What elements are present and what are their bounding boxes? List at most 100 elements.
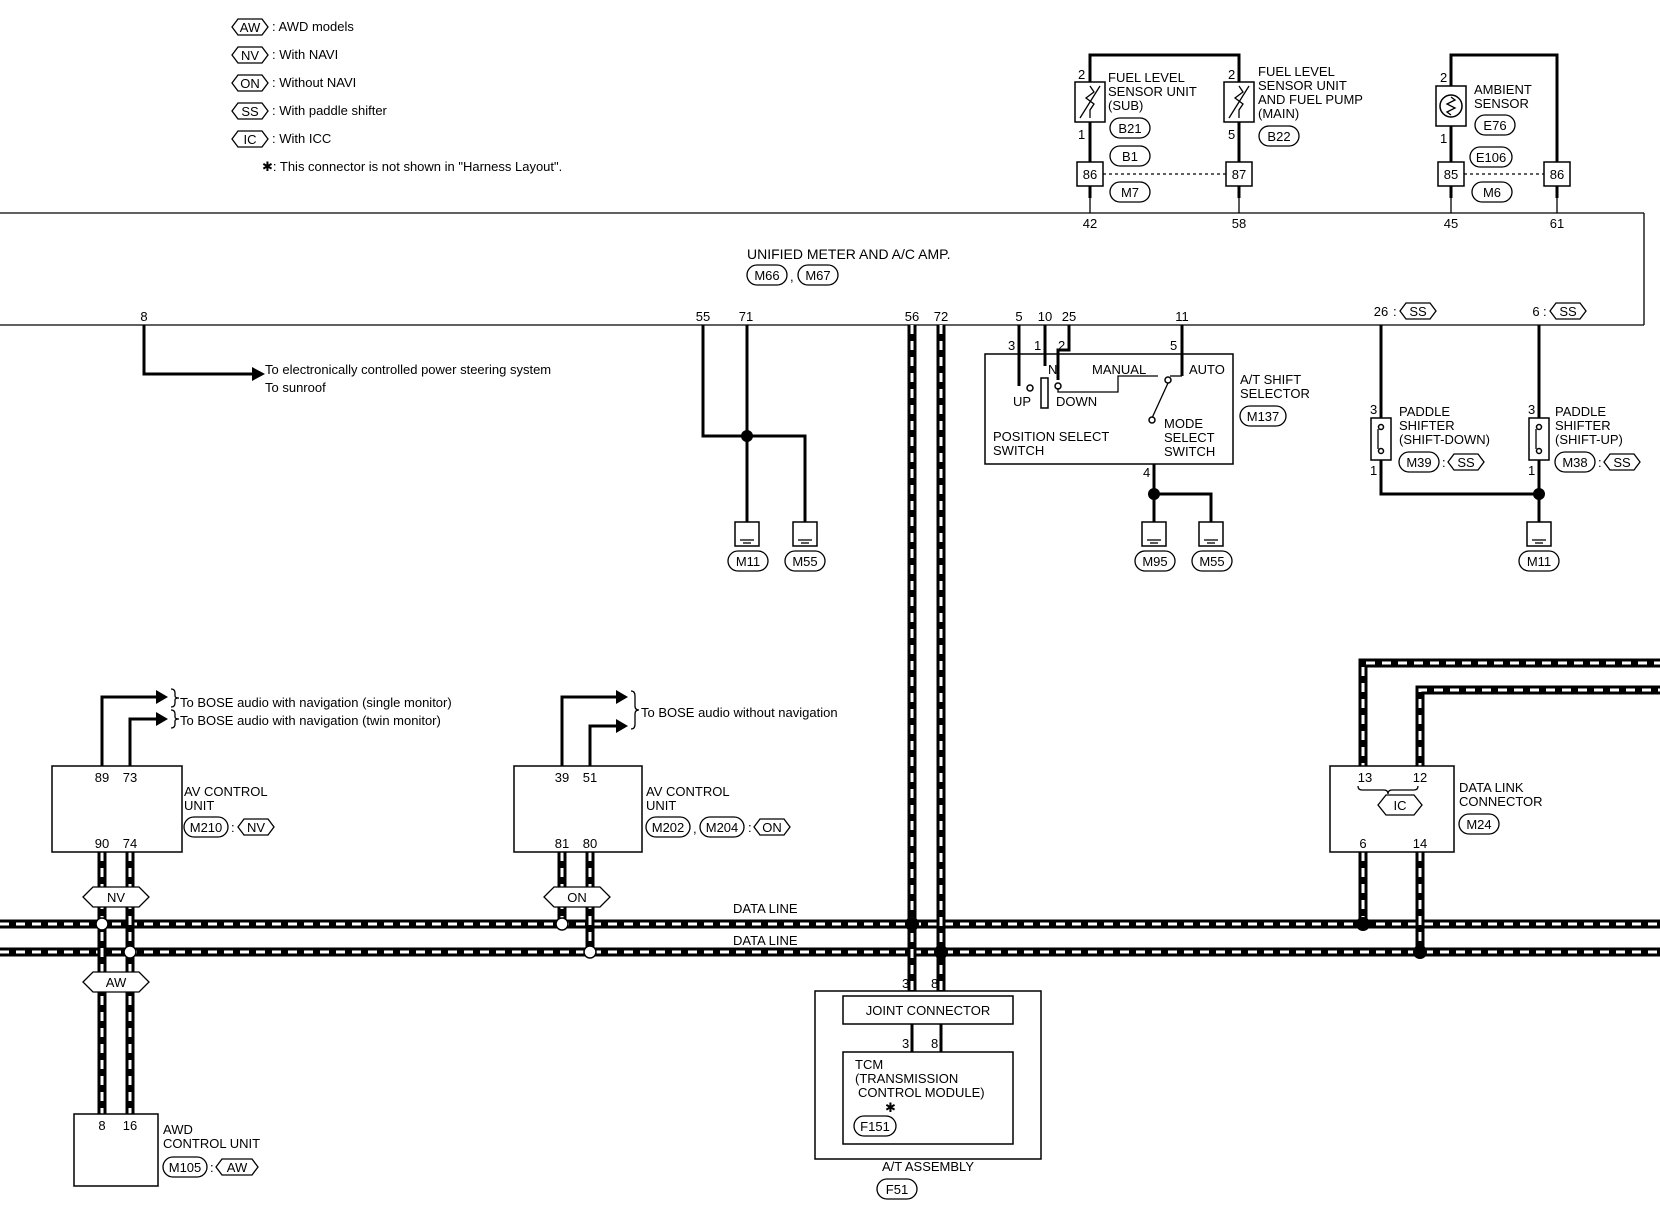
- shift-pos: POSITION SELECT: [993, 429, 1109, 444]
- pin: 39: [555, 770, 569, 785]
- paddle-up-name: PADDLE: [1555, 404, 1606, 419]
- conn-f51: F51: [886, 1182, 908, 1197]
- legend-text: : AWD models: [272, 19, 354, 34]
- ambient-sensor: 2 1 AMBIENT SENSOR E76: [1435, 53, 1559, 198]
- data-link-connector: 13 12 IC 6 14 DATA LINK CONNECTOR M24: [1329, 765, 1543, 853]
- conn-m6: M6: [1483, 185, 1501, 200]
- ground-m95: M95: [1142, 554, 1167, 569]
- ss-tag: SS: [1457, 455, 1475, 470]
- pin: 8: [98, 1118, 105, 1133]
- pin: 90: [95, 836, 109, 851]
- pin: 6: [1359, 836, 1366, 851]
- shift-name: SELECTOR: [1240, 386, 1310, 401]
- shift-mode: SWITCH: [1164, 444, 1215, 459]
- pin: 89: [95, 770, 109, 785]
- ss-tag: SS: [1613, 455, 1631, 470]
- pin: 86: [1550, 167, 1564, 182]
- pin: 3: [902, 1036, 909, 1051]
- legend-item-nv: NV : With NAVI: [231, 46, 338, 64]
- shift-n: N: [1048, 362, 1057, 377]
- dlc-name: DATA LINK: [1459, 780, 1524, 795]
- meter-pin: 56: [905, 309, 919, 324]
- shift-manual: MANUAL: [1092, 362, 1146, 377]
- fuel-sub-name: (SUB): [1108, 98, 1143, 113]
- meter-pin: 61: [1550, 216, 1564, 231]
- meter-conn-1: M66: [754, 268, 779, 283]
- legend-code: SS: [241, 104, 259, 119]
- shift-up: UP: [1013, 394, 1031, 409]
- conn-m38: M38: [1562, 455, 1587, 470]
- fuel-main-name: FUEL LEVEL: [1258, 64, 1335, 79]
- legend-code: AW: [240, 20, 261, 35]
- pin: 1: [1034, 338, 1041, 353]
- svg-text:,: ,: [693, 821, 697, 836]
- legend-item-ic: IC : With ICC: [231, 130, 331, 148]
- meter-pin: 55: [696, 309, 710, 324]
- ss-tag: SS: [1559, 304, 1577, 319]
- conn-m202: M202: [652, 820, 685, 835]
- on-tag: ON: [762, 820, 782, 835]
- svg-text::: :: [231, 820, 235, 835]
- paddle-up-name: (SHIFT-UP): [1555, 432, 1623, 447]
- pin: 8: [931, 976, 938, 991]
- fuel-main-name: (MAIN): [1258, 106, 1299, 121]
- ground-m55: M55: [1199, 554, 1224, 569]
- ground-branch-55-71: M11 M55: [701, 325, 826, 572]
- aw-tag: AW: [227, 1160, 248, 1175]
- shift-auto: AUTO: [1189, 362, 1225, 377]
- at-name: A/T ASSEMBLY: [882, 1159, 974, 1174]
- meter-pin: 25: [1062, 309, 1076, 324]
- paddle-down-name: (SHIFT-DOWN): [1399, 432, 1490, 447]
- meter-pin: 8: [140, 309, 147, 324]
- awd-name: CONTROL UNIT: [163, 1136, 260, 1151]
- svg-text::: :: [1442, 455, 1446, 470]
- fuel-sensor-sub: 2 1 FUEL LEVEL SENSOR UNIT (SUB) B21: [1074, 53, 1241, 198]
- paddle-down-name: PADDLE: [1399, 404, 1450, 419]
- legend-item-aw: AW : AWD models: [231, 18, 354, 36]
- ground-m55: M55: [792, 554, 817, 569]
- legend-text: : With ICC: [272, 131, 331, 146]
- tcm-name: (TRANSMISSION: [855, 1071, 958, 1086]
- conn-b1: B1: [1122, 149, 1138, 164]
- pin: 3: [1528, 402, 1535, 417]
- pin: 87: [1232, 167, 1246, 182]
- legend-code: IC: [244, 132, 257, 147]
- svg-text::: :: [1543, 304, 1547, 319]
- meter-conn-2: M67: [805, 268, 830, 283]
- av-control-unit-2: To BOSE audio without navigation 39 51 8…: [513, 690, 838, 908]
- pin: 3: [1370, 402, 1377, 417]
- awd-control-unit: 8 16 AWD CONTROL UNIT M105 : AW: [73, 1113, 260, 1187]
- pin: 2: [1228, 67, 1235, 82]
- meter-pin: 45: [1444, 216, 1458, 231]
- meter-pin: 11: [1175, 309, 1189, 324]
- av1-to: To BOSE audio with navigation (twin moni…: [180, 713, 441, 728]
- joint-connector-e: 85 86 E106 M6: [1437, 146, 1571, 203]
- meter-pin: 26: [1374, 304, 1388, 319]
- conn-m24: M24: [1466, 817, 1491, 832]
- shift-down: DOWN: [1056, 394, 1097, 409]
- ground-m11: M11: [736, 554, 760, 569]
- shift-pos: SWITCH: [993, 443, 1044, 458]
- pin: 12: [1413, 770, 1427, 785]
- svg-text::: :: [1598, 455, 1602, 470]
- eps-text: To electronically controlled power steer…: [265, 362, 551, 377]
- pin: 2: [1058, 338, 1065, 353]
- ic-tag: IC: [1394, 798, 1407, 813]
- pin: 2: [1078, 67, 1085, 82]
- av1-to: To BOSE audio with navigation (single mo…: [180, 695, 452, 710]
- legend-text: : With paddle shifter: [272, 103, 388, 118]
- pin: 85: [1444, 167, 1458, 182]
- pin: 81: [555, 836, 569, 851]
- pin: 13: [1358, 770, 1372, 785]
- conn-m204: M204: [706, 820, 739, 835]
- tcm-name: CONTROL MODULE): [858, 1085, 985, 1100]
- fuel-sub-name: FUEL LEVEL: [1108, 70, 1185, 85]
- fuel-sub-name: SENSOR UNIT: [1108, 84, 1197, 99]
- ambient-name: AMBIENT: [1474, 82, 1532, 97]
- svg-text::: :: [1393, 304, 1397, 319]
- legend-item-ss: SS : With paddle shifter: [231, 102, 388, 120]
- nv-tag: NV: [247, 820, 265, 835]
- paddle-up-name: SHIFTER: [1555, 418, 1611, 433]
- pin: 51: [583, 770, 597, 785]
- meter-pin: 6: [1532, 304, 1539, 319]
